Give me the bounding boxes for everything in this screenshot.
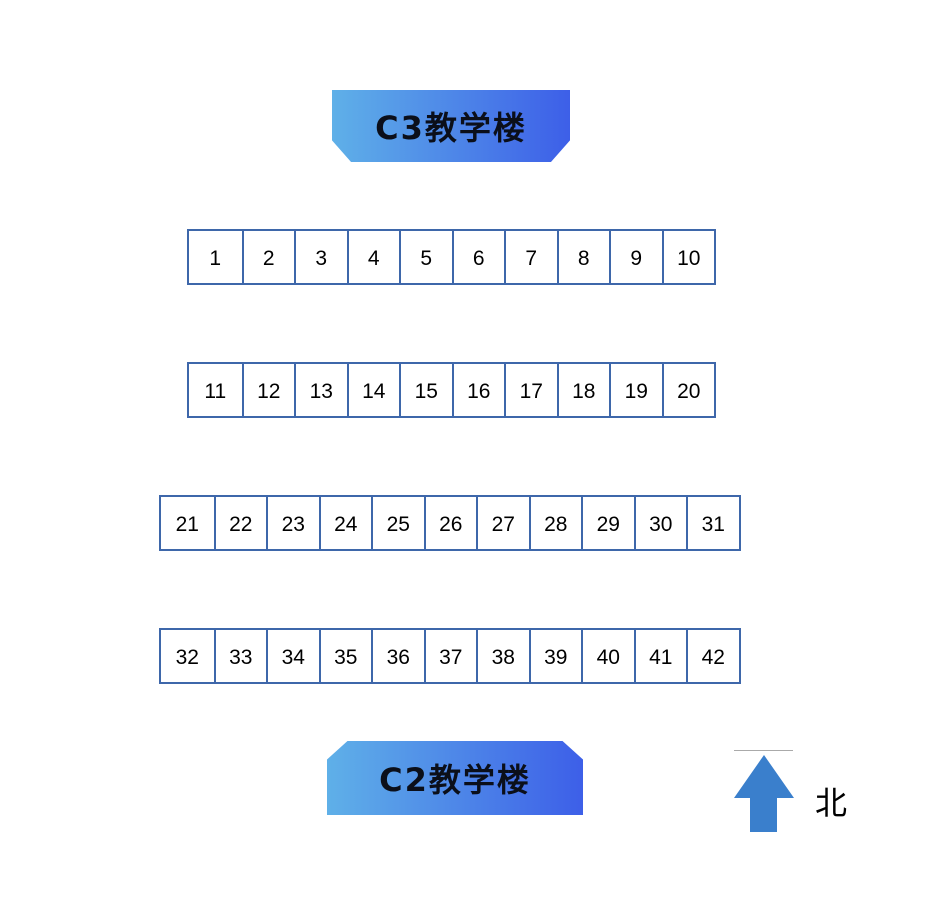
seat-cell: 26 (423, 497, 477, 549)
seat-cell: 28 (528, 497, 582, 549)
north-label: 北 (815, 784, 848, 822)
seat-cell: 29 (581, 497, 634, 549)
building-c2-banner: C2教学楼 (327, 741, 583, 815)
seat-cell: 34 (266, 630, 319, 682)
building-c3-banner: C3教学楼 (332, 90, 570, 162)
seat-cell: 35 (318, 630, 372, 682)
seat-cell: 39 (528, 630, 582, 682)
seat-cell: 16 (451, 364, 505, 416)
seat-cell: 1 (209, 247, 222, 270)
arrow-up-icon (734, 755, 794, 832)
seat-cell: 19 (609, 364, 662, 416)
seat-cell: 27 (476, 497, 529, 549)
seat-cell: 18 (556, 364, 610, 416)
seat-cell: 8 (556, 231, 610, 283)
seat-cell: 12 (241, 364, 295, 416)
seat-cell: 33 (213, 630, 267, 682)
seat-cell: 14 (346, 364, 400, 416)
seat-cell: 42 (686, 630, 739, 682)
seat-cell: 36 (371, 630, 424, 682)
seat-cell: 38 (476, 630, 529, 682)
seat-cell: 3 (294, 231, 347, 283)
seat-cell: 2 (241, 231, 295, 283)
seat-cell: 7 (504, 231, 557, 283)
seat-cell: 32 (175, 646, 199, 669)
seat-cell: 21 (175, 513, 199, 536)
seat-cell: 25 (371, 497, 424, 549)
seat-cell: 6 (451, 231, 505, 283)
seat-cell: 10 (661, 231, 715, 283)
seat-cell: 30 (633, 497, 687, 549)
seat-cell: 24 (318, 497, 372, 549)
seat-cell: 22 (213, 497, 267, 549)
seat-cell: 20 (661, 364, 715, 416)
seat-cell: 11 (204, 380, 227, 403)
seat-cell: 23 (266, 497, 319, 549)
seat-cell: 9 (609, 231, 662, 283)
seat-cell: 17 (504, 364, 557, 416)
seat-cell: 15 (399, 364, 452, 416)
seat-cell: 13 (294, 364, 347, 416)
seat-cell: 37 (423, 630, 477, 682)
seat-cell: 4 (346, 231, 400, 283)
seat-cell: 40 (581, 630, 634, 682)
divider (734, 750, 793, 751)
seat-cell: 31 (686, 497, 739, 549)
seat-cell: 5 (399, 231, 452, 283)
seat-cell: 41 (633, 630, 687, 682)
